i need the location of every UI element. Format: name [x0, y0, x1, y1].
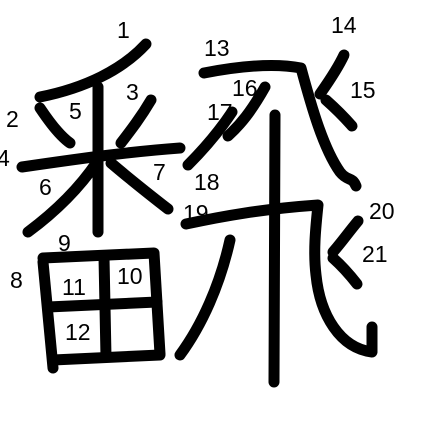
stroke-21 [327, 252, 363, 290]
stroke-13 [198, 60, 362, 192]
stroke-number-2: 2 [6, 106, 19, 132]
stroke-number-11: 11 [62, 274, 86, 300]
stroke-number-15: 15 [350, 77, 376, 103]
stroke-3 [115, 94, 157, 149]
stroke-11 [42, 296, 163, 313]
stroke-number-6: 6 [39, 174, 52, 200]
stroke-number-9: 9 [58, 230, 71, 256]
stroke-number-18: 18 [194, 169, 220, 195]
stroke-number-7: 7 [153, 159, 166, 185]
stroke-1 [34, 38, 152, 103]
stroke-18 [268, 109, 281, 388]
stroke-number-12: 12 [65, 319, 91, 345]
stroke-number-4: 4 [0, 145, 10, 171]
stroke-9 [37, 247, 166, 360]
stroke-16 [222, 81, 271, 142]
stroke-number-20: 20 [369, 198, 395, 224]
stroke-number-8: 8 [10, 267, 23, 293]
stroke-14 [314, 49, 350, 100]
stroke-2 [34, 102, 76, 149]
stroke-number-3: 3 [126, 79, 139, 105]
stroke-number-14: 14 [331, 12, 357, 38]
stroke-22 [174, 234, 236, 361]
stroke-12 [47, 349, 166, 366]
stroke-19 [180, 199, 378, 358]
stroke-number-19: 19 [183, 200, 209, 226]
stroke-number-5: 5 [69, 98, 82, 124]
stroke-number-17: 17 [207, 99, 233, 125]
stroke-number-1: 1 [117, 17, 130, 43]
stroke-8 [37, 256, 59, 374]
stroke-number-16: 16 [232, 75, 258, 101]
stroke-15 [320, 94, 358, 132]
stroke-20 [327, 215, 364, 258]
stroke-6 [22, 156, 103, 238]
stroke-17 [182, 106, 238, 171]
stroke-number-21: 21 [362, 241, 388, 267]
stroke-number-10: 10 [117, 263, 143, 289]
stroke-7 [105, 157, 174, 215]
stroke-number-13: 13 [204, 35, 230, 61]
